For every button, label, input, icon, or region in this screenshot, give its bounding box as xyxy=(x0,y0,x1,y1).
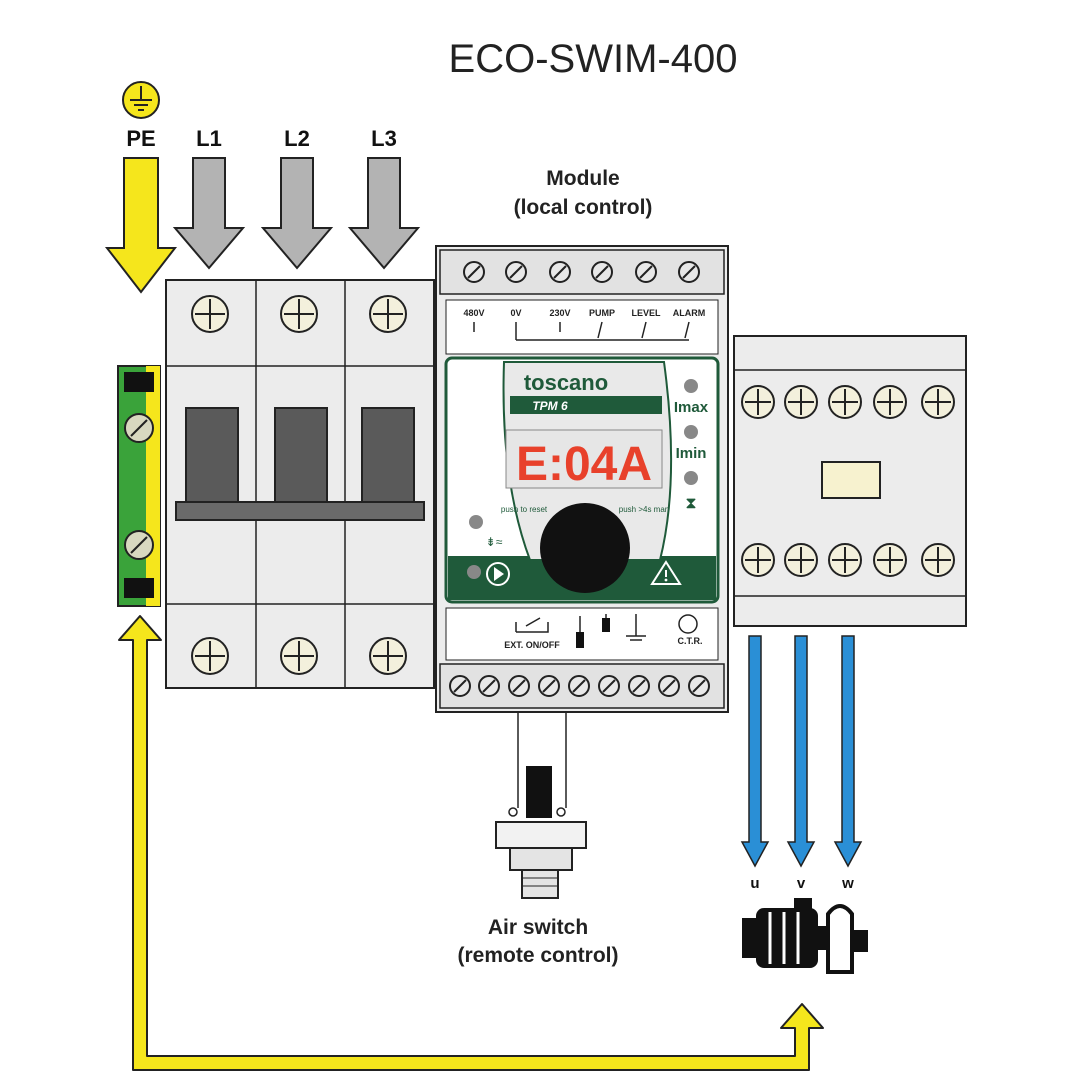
terminal-marker xyxy=(576,632,584,648)
indicator-label-imax: Imax xyxy=(674,399,709,416)
circuit-breaker xyxy=(165,279,435,689)
terminal-screw-icon xyxy=(873,385,907,419)
pe-arrow xyxy=(104,157,178,294)
terminal-screw-icon xyxy=(598,675,620,697)
terminal-screw-icon xyxy=(191,637,229,675)
terminal-screw-icon xyxy=(921,543,955,577)
terminal-screw-icon xyxy=(873,543,907,577)
phase-arrow-l2 xyxy=(260,157,334,270)
terminal-screw-icon xyxy=(478,675,500,697)
module-screws-bottom xyxy=(449,675,710,697)
pump-icon xyxy=(486,562,510,586)
diagram-title: ECO-SWIM-400 xyxy=(449,37,738,81)
terminal-screw-icon xyxy=(658,675,680,697)
model-name: TPM 6 xyxy=(532,399,568,413)
brand-name: toscano xyxy=(524,370,608,395)
terminal-screw-icon xyxy=(678,261,700,283)
air-switch-caption-line1: Air switch xyxy=(488,916,588,939)
terminal-screw-icon xyxy=(549,261,571,283)
motor-arrow-u xyxy=(740,635,770,868)
contactor-screws-bottom xyxy=(741,543,955,577)
terminal-screw-icon xyxy=(635,261,657,283)
error-display: E:04A xyxy=(516,438,652,491)
indicator-label-imin: Imin xyxy=(676,445,707,462)
terminal-screw-icon xyxy=(449,675,471,697)
terminal-screw-icon xyxy=(741,385,775,419)
motor-phase-w: w xyxy=(841,875,854,892)
terminal-label-230v: 230V xyxy=(549,308,570,318)
terminal-screw-icon xyxy=(688,675,710,697)
terminal-screw-icon xyxy=(741,543,775,577)
earth-terminal-block xyxy=(117,365,161,607)
terminal-wiring-marks xyxy=(473,321,690,341)
phase-label-l2: L2 xyxy=(284,126,310,151)
air-switch-caption-line2: (remote control) xyxy=(457,944,618,967)
reset-button[interactable] xyxy=(540,503,630,593)
warning-icon xyxy=(650,560,682,585)
bottom-terminal-symbols xyxy=(515,614,698,646)
terminal-screw-icon xyxy=(568,675,590,697)
terminal-label-alarm: ALARM xyxy=(673,308,706,318)
contactor-screws-top xyxy=(741,385,955,419)
motor-arrow-w xyxy=(833,635,863,868)
push-reset-label: push to reset xyxy=(501,505,548,514)
pe-return-arrow xyxy=(118,615,824,1071)
terminal-screw-icon xyxy=(591,261,613,283)
motor-arrow-v xyxy=(786,635,816,868)
terminal-screw-icon xyxy=(191,295,229,333)
level-icon: ⇟≈ xyxy=(486,535,503,549)
module-caption-line1: Module xyxy=(546,167,620,190)
phase-arrow-l1 xyxy=(172,157,246,270)
terminal-screw-icon xyxy=(828,385,862,419)
terminal-label-level: LEVEL xyxy=(631,308,661,318)
terminal-screw-icon xyxy=(369,637,407,675)
terminal-screw-icon xyxy=(505,261,527,283)
earth-icon xyxy=(122,81,160,119)
terminal-screw-icon xyxy=(463,261,485,283)
terminal-screw-icon xyxy=(508,675,530,697)
phase-arrow-l3 xyxy=(347,157,421,270)
terminal-screw-icon xyxy=(538,675,560,697)
timer-icon: ⧗ xyxy=(685,495,696,512)
pump-motor-icon xyxy=(742,898,868,974)
push-man-label: push >4s man xyxy=(619,505,669,514)
terminal-screw-icon xyxy=(784,543,818,577)
ext-onoff-label: EXT. ON/OFF xyxy=(504,640,560,650)
contactor xyxy=(733,335,967,627)
phase-label-l3: L3 xyxy=(371,126,397,151)
terminal-label-480v: 480V xyxy=(463,308,484,318)
ctr-label: C.T.R. xyxy=(677,636,702,646)
terminal-screw-icon xyxy=(784,385,818,419)
terminal-screw-icon xyxy=(921,385,955,419)
module-caption-line2: (local control) xyxy=(514,196,653,219)
air-switch xyxy=(495,712,587,899)
terminal-screw-icon xyxy=(280,637,318,675)
pe-label: PE xyxy=(126,126,155,151)
terminal-screw-icon xyxy=(828,543,862,577)
breaker-screws-top xyxy=(191,295,407,333)
terminal-label-pump: PUMP xyxy=(589,308,615,318)
terminal-label-0v: 0V xyxy=(510,308,521,318)
terminal-screw-icon xyxy=(369,295,407,333)
motor-phase-u: u xyxy=(750,875,759,892)
module-screws-top xyxy=(463,261,700,283)
motor-phase-v: v xyxy=(797,875,806,892)
terminal-screw-icon xyxy=(280,295,318,333)
terminal-marker xyxy=(602,618,610,632)
phase-label-l1: L1 xyxy=(196,126,222,151)
terminal-screw-icon xyxy=(628,675,650,697)
breaker-screws-bottom xyxy=(191,637,407,675)
